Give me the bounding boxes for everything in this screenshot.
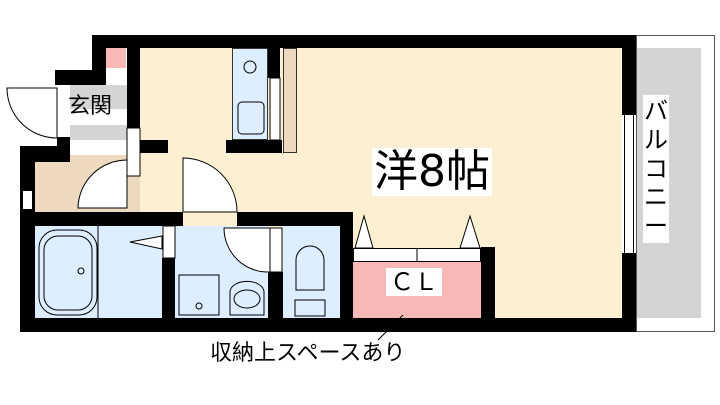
wall (622, 253, 636, 332)
leader-line (377, 314, 404, 341)
bath-door-leaf (162, 225, 176, 259)
room-door-swing (182, 157, 238, 213)
wall (20, 212, 183, 226)
closet-label: ＣＬ (386, 268, 442, 296)
washing-machine-icon (178, 274, 220, 316)
wall (481, 247, 495, 318)
kitchen-panel (269, 77, 281, 141)
washer-drain-icon (195, 302, 203, 310)
toilet-icon (295, 245, 325, 291)
wall (268, 48, 280, 78)
toilet-door-leaf (269, 227, 283, 273)
drain-icon (77, 267, 85, 275)
toilet-floor (283, 226, 340, 318)
wall (92, 35, 636, 48)
shoe-box (106, 48, 126, 68)
small-window (22, 190, 33, 210)
balcony-window (624, 115, 634, 253)
fridge-space (283, 48, 297, 153)
balcony-label: バルコニー (643, 95, 669, 243)
entrance-floor-lower (70, 125, 127, 140)
entrance-label: 玄関 (68, 94, 113, 119)
wall (162, 258, 175, 318)
wall (92, 35, 106, 70)
wall (268, 272, 283, 318)
entrance-door-swing (6, 87, 58, 139)
wall (622, 35, 636, 115)
wall (226, 140, 282, 153)
bath-door-swing (129, 235, 163, 250)
sink-icon (229, 280, 265, 316)
entrance-floor (70, 85, 127, 109)
hall-door-swing (77, 159, 128, 209)
wall (237, 212, 353, 226)
kitchen-sink-icon (237, 101, 265, 135)
bathtub-icon (38, 229, 98, 316)
wall (340, 212, 353, 318)
stove-icon (243, 60, 257, 74)
wall (20, 318, 636, 332)
main-room-label: 洋8帖 (372, 146, 492, 197)
bathtub-inner (43, 235, 93, 311)
door-leaf (126, 127, 141, 177)
sink-basin (233, 289, 261, 309)
closet-door-swing-right (459, 214, 481, 249)
closet-door-swing-left (354, 214, 374, 249)
wall (55, 70, 106, 85)
toilet-tank (294, 299, 326, 317)
washroom-door-swing (223, 227, 271, 273)
storage-note: 収納上スペースあり (210, 341, 406, 366)
